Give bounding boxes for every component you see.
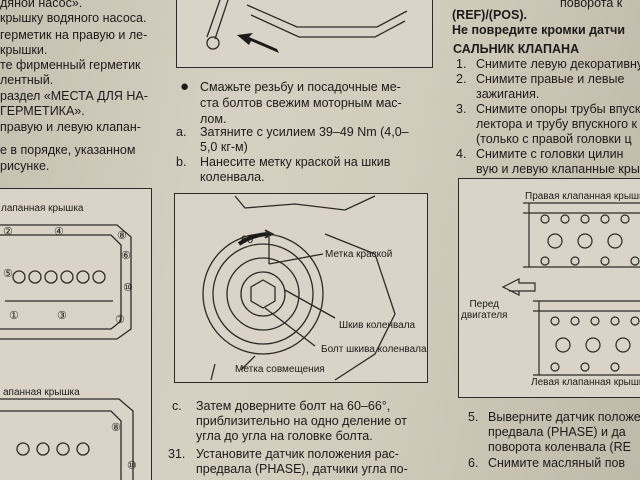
left-line: лентный. <box>0 73 54 87</box>
step-b-line: Нанесите метку краской на шкив <box>200 155 391 169</box>
item-marker: 3. <box>456 102 467 116</box>
left-line: крышку водяного насоса. <box>0 11 147 25</box>
item-line: зажигания. <box>476 87 540 101</box>
bolt-number: ⑧ <box>111 422 121 434</box>
left-line: крышки. <box>0 43 48 57</box>
angle-label: 60° <box>241 234 258 246</box>
valve-cover-bolt-order-figure: лапанная крышка ⑧ ② ④ ⑥ ⑤ ③ ① ⑦ ⑩ апанна… <box>0 188 152 480</box>
bullet-line: лом. <box>200 112 227 126</box>
item-marker: 6. <box>468 456 479 470</box>
right-top-line: (REF)/(POS). <box>452 8 527 22</box>
oil-pan-figure <box>176 0 433 68</box>
step-c-line: приблизительно на одно деление от <box>196 414 407 428</box>
paint-mark-label: Метка краской <box>325 249 393 260</box>
step-c-line: угла до угла на головке болта. <box>196 429 373 443</box>
item-line: (только с правой головки ц <box>476 132 632 146</box>
pulley-label: Шкив коленвала <box>339 320 416 331</box>
left-line: герметик на правую и ле- <box>0 28 148 42</box>
item-line: Снимите опоры трубы впуск <box>476 102 640 116</box>
crankshaft-pulley-figure: 60° Метка краской Шкив коленвала Болт шк… <box>174 193 428 383</box>
step-b-line: коленвала. <box>200 170 265 184</box>
valve-covers-removal-figure: Правая клапанная крышка Перед двигателя … <box>458 178 640 398</box>
step-31-line: Установите датчик положения рас- <box>196 447 399 461</box>
step-31-line: предвала (PHASE), датчики угла по- <box>196 462 408 476</box>
engine-front-label: Перед двигателя <box>461 299 508 321</box>
step-a-line: Затяните с усилием 39–49 Nm (4,0– <box>200 125 409 139</box>
step-marker: a. <box>176 125 187 139</box>
step-marker: c. <box>172 399 182 413</box>
item-line: лектора и трубу впускного к <box>476 117 638 131</box>
item-line: вую и левую клапанные кры <box>476 162 640 176</box>
valve-cover-drawing <box>0 224 134 480</box>
valve-covers-drawing <box>501 202 640 376</box>
left-line: правую и левую клапан- <box>0 120 141 134</box>
item-line: Снимите правые и левые <box>476 72 625 86</box>
left-valve-cover-label: апанная крышка <box>3 387 80 398</box>
right-valve-cover-label: лапанная крышка <box>1 203 84 214</box>
bolt-number: ① <box>9 310 19 322</box>
step-marker: 31. <box>168 447 186 461</box>
bolt-number: ⑤ <box>3 268 13 280</box>
bolt-number: ④ <box>54 226 64 238</box>
section-heading: САЛЬНИК КЛАПАНА <box>453 42 580 56</box>
item-5-line: предвала (PHASE) и да <box>488 425 626 439</box>
left-line: е в порядке, указанном <box>0 143 136 157</box>
bolt-number: ⑧ <box>117 230 127 242</box>
step-marker: b. <box>176 155 187 169</box>
item-marker: 1. <box>456 57 467 71</box>
bolt-number: ⑩ <box>123 282 133 294</box>
pulley-bolt-label: Болт шкива коленвала <box>321 344 427 355</box>
right-top-line: Не повредите кромки датчи <box>452 23 626 37</box>
crankshaft-pulley-drawing <box>202 195 396 381</box>
bullet-icon: ● <box>180 78 190 95</box>
bolt-number: ⑦ <box>115 314 125 326</box>
bolt-number: ② <box>3 226 13 238</box>
item-marker: 2. <box>456 72 467 86</box>
item-marker: 4. <box>456 147 467 161</box>
left-line: раздел «МЕСТА ДЛЯ НА- <box>0 89 148 103</box>
bolt-number: ⑥ <box>121 250 131 262</box>
item-line: Снимите с головки цилин <box>476 147 624 161</box>
item-6-line: Снимите масляный пов <box>488 456 626 470</box>
item-5-line: поворота коленвала (RE <box>488 440 631 454</box>
step-a-line: 5,0 кг-м) <box>200 140 248 154</box>
bolt-number: ③ <box>57 310 67 322</box>
item-5-line: Выверните датчик положе <box>488 410 640 424</box>
step-c-line: Затем доверните болт на 60–66°, <box>196 399 391 413</box>
item-line: Снимите левую декоративну <box>476 57 640 71</box>
left-line: дяной насос». <box>0 0 83 10</box>
item-marker: 5. <box>468 410 479 424</box>
left-line: ГЕРМЕТИКА». <box>0 104 85 118</box>
oil-pan-drawing <box>206 0 408 53</box>
right-top-partial: поворота к <box>560 0 623 10</box>
left-line: рисунке. <box>0 159 50 173</box>
left-valve-cover-label: Левая клапанная крышка <box>531 377 640 388</box>
bullet-line: Смажьте резьбу и посадочные ме- <box>200 80 401 94</box>
right-valve-cover-label: Правая клапанная крышка <box>525 191 640 202</box>
left-line: те фирменный герметик <box>0 58 141 72</box>
bolt-number: ⑩ <box>127 460 137 472</box>
alignment-mark-label: Метка совмещения <box>235 364 325 375</box>
bullet-line: ста болтов свежим моторным мас- <box>200 96 402 110</box>
